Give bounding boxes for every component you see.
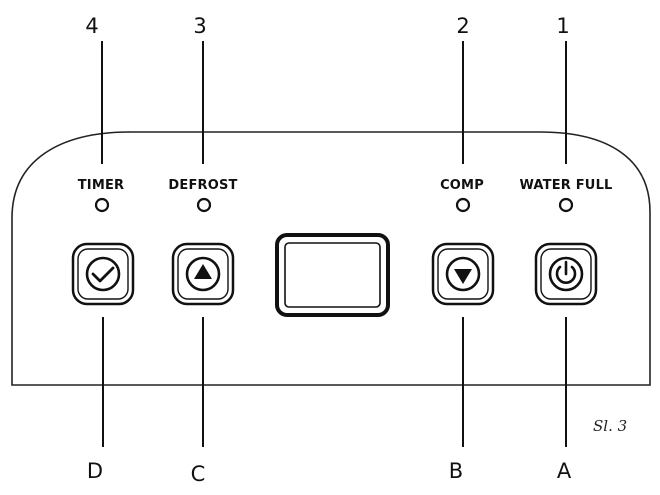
defrost-led-indicator	[196, 197, 212, 213]
panel-outline	[11, 131, 651, 386]
label-comp: COMP	[440, 178, 484, 193]
callout-letter-d: D	[87, 459, 103, 483]
callout-number-4: 4	[85, 14, 98, 38]
callout-number-1: 1	[556, 14, 569, 38]
display-window	[275, 233, 390, 317]
timer-led-indicator	[94, 197, 110, 213]
figure-label: Sl. 3	[593, 417, 627, 435]
callout-number-3: 3	[193, 14, 206, 38]
down-arrow-icon	[445, 256, 481, 292]
down-button[interactable]	[431, 242, 495, 306]
comp-led-indicator	[455, 197, 471, 213]
timer-button[interactable]	[71, 242, 135, 306]
label-timer: TIMER	[78, 178, 125, 193]
callout-letter-b: B	[449, 459, 463, 483]
up-button[interactable]	[171, 242, 235, 306]
label-defrost: DEFROST	[168, 178, 237, 193]
callout-number-2: 2	[456, 14, 469, 38]
power-icon	[548, 256, 584, 292]
label-water-full: WATER FULL	[519, 178, 612, 193]
up-arrow-icon	[185, 256, 221, 292]
callout-letter-c: C	[191, 462, 206, 486]
timer-check-icon	[85, 256, 121, 292]
water-full-led-indicator	[558, 197, 574, 213]
power-button[interactable]	[534, 242, 598, 306]
callout-letter-a: A	[557, 459, 572, 483]
